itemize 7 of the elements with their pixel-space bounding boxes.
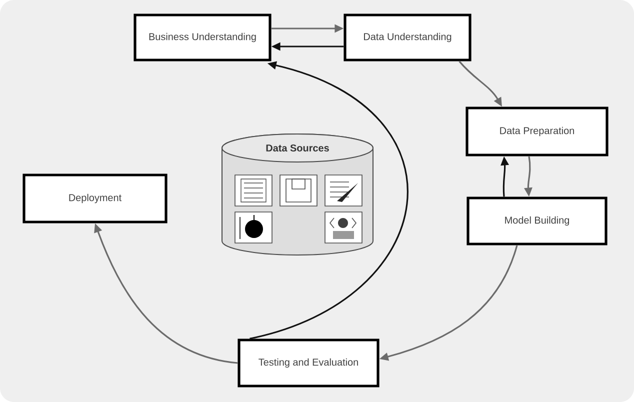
process-box: Testing and Evaluation <box>238 338 380 388</box>
process-box: Data Preparation <box>466 106 608 156</box>
process-box: Model Building <box>466 196 608 246</box>
process-box: Deployment <box>22 174 168 224</box>
process-box: Business Understanding <box>134 14 272 62</box>
process-box: Data Understanding <box>344 14 472 62</box>
arrow <box>249 61 408 340</box>
